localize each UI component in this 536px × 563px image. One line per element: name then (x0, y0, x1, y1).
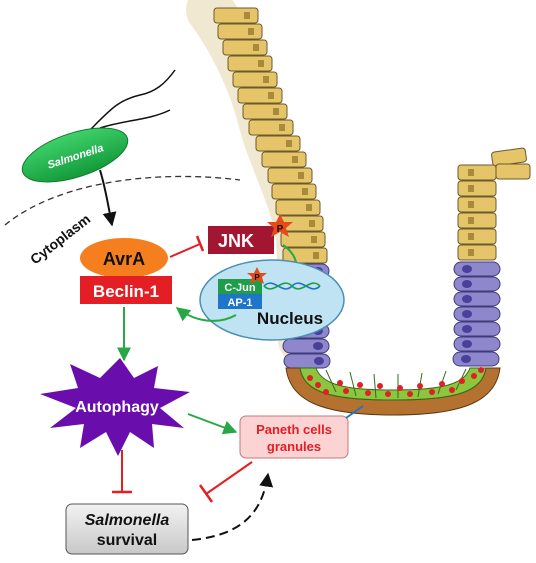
paneth-inhibits-survival (198, 461, 253, 503)
cjun-phospho-star (247, 267, 267, 284)
jnk-phospho-label: P (277, 224, 284, 235)
avra-inhibits-jnk (169, 235, 205, 258)
avra-node (80, 238, 168, 278)
beclin-node (80, 276, 172, 304)
flagella (87, 69, 176, 133)
entry-arrow (99, 169, 117, 227)
autophagy-to-paneth-arrow (187, 413, 238, 435)
cjun-phospho-label: P (254, 273, 260, 282)
intestinal-crypt (186, 0, 531, 416)
ap1-node (218, 294, 262, 309)
nucleus-to-beclin-arrow (175, 307, 237, 322)
jnk-phospho-star (267, 214, 293, 237)
survival-label-line2: survival (97, 532, 157, 549)
paneth-label-line2: granules (267, 439, 321, 454)
survival-label-line1: Salmonella (85, 512, 170, 529)
crypt-right-purple-cells (452, 261, 501, 367)
jnk-node (208, 226, 274, 254)
salmonella-bacterium: Salmonella (21, 69, 176, 183)
paneth-pointer-line (345, 405, 364, 419)
avra-label: AvrA (103, 249, 145, 269)
crypt-base-paneth-cells (285, 367, 501, 416)
crypt-left-yellow-cells (213, 7, 328, 264)
autophagy-node (40, 358, 190, 456)
bacterium-body (21, 127, 129, 183)
crypt-right-wall (452, 147, 531, 367)
crypt-right-yellow-nuclei (468, 169, 474, 256)
paneth-label-line1: Paneth cells (256, 422, 332, 437)
cell-membrane (4, 175, 241, 226)
ap1-label: AP-1 (227, 297, 252, 309)
dna-helix (263, 282, 321, 290)
paneth-box (239, 415, 349, 459)
crypt-left-yellow-nuclei (244, 12, 319, 259)
survival-box (65, 503, 189, 555)
crypt-right-yellow-cells (457, 147, 531, 261)
cjun-label: C-Jun (224, 282, 255, 294)
beclin-label: Beclin-1 (93, 282, 159, 301)
paneth-granules (307, 367, 484, 397)
autophagy-inhibits-survival (112, 450, 132, 494)
nucleus-label: Nucleus (257, 309, 323, 328)
survival-feedback-arrow (191, 472, 274, 541)
crypt-right-purple-nuclei (461, 265, 472, 363)
jnk-label: JNK (218, 231, 254, 251)
autophagy-label: Autophagy (75, 399, 159, 416)
